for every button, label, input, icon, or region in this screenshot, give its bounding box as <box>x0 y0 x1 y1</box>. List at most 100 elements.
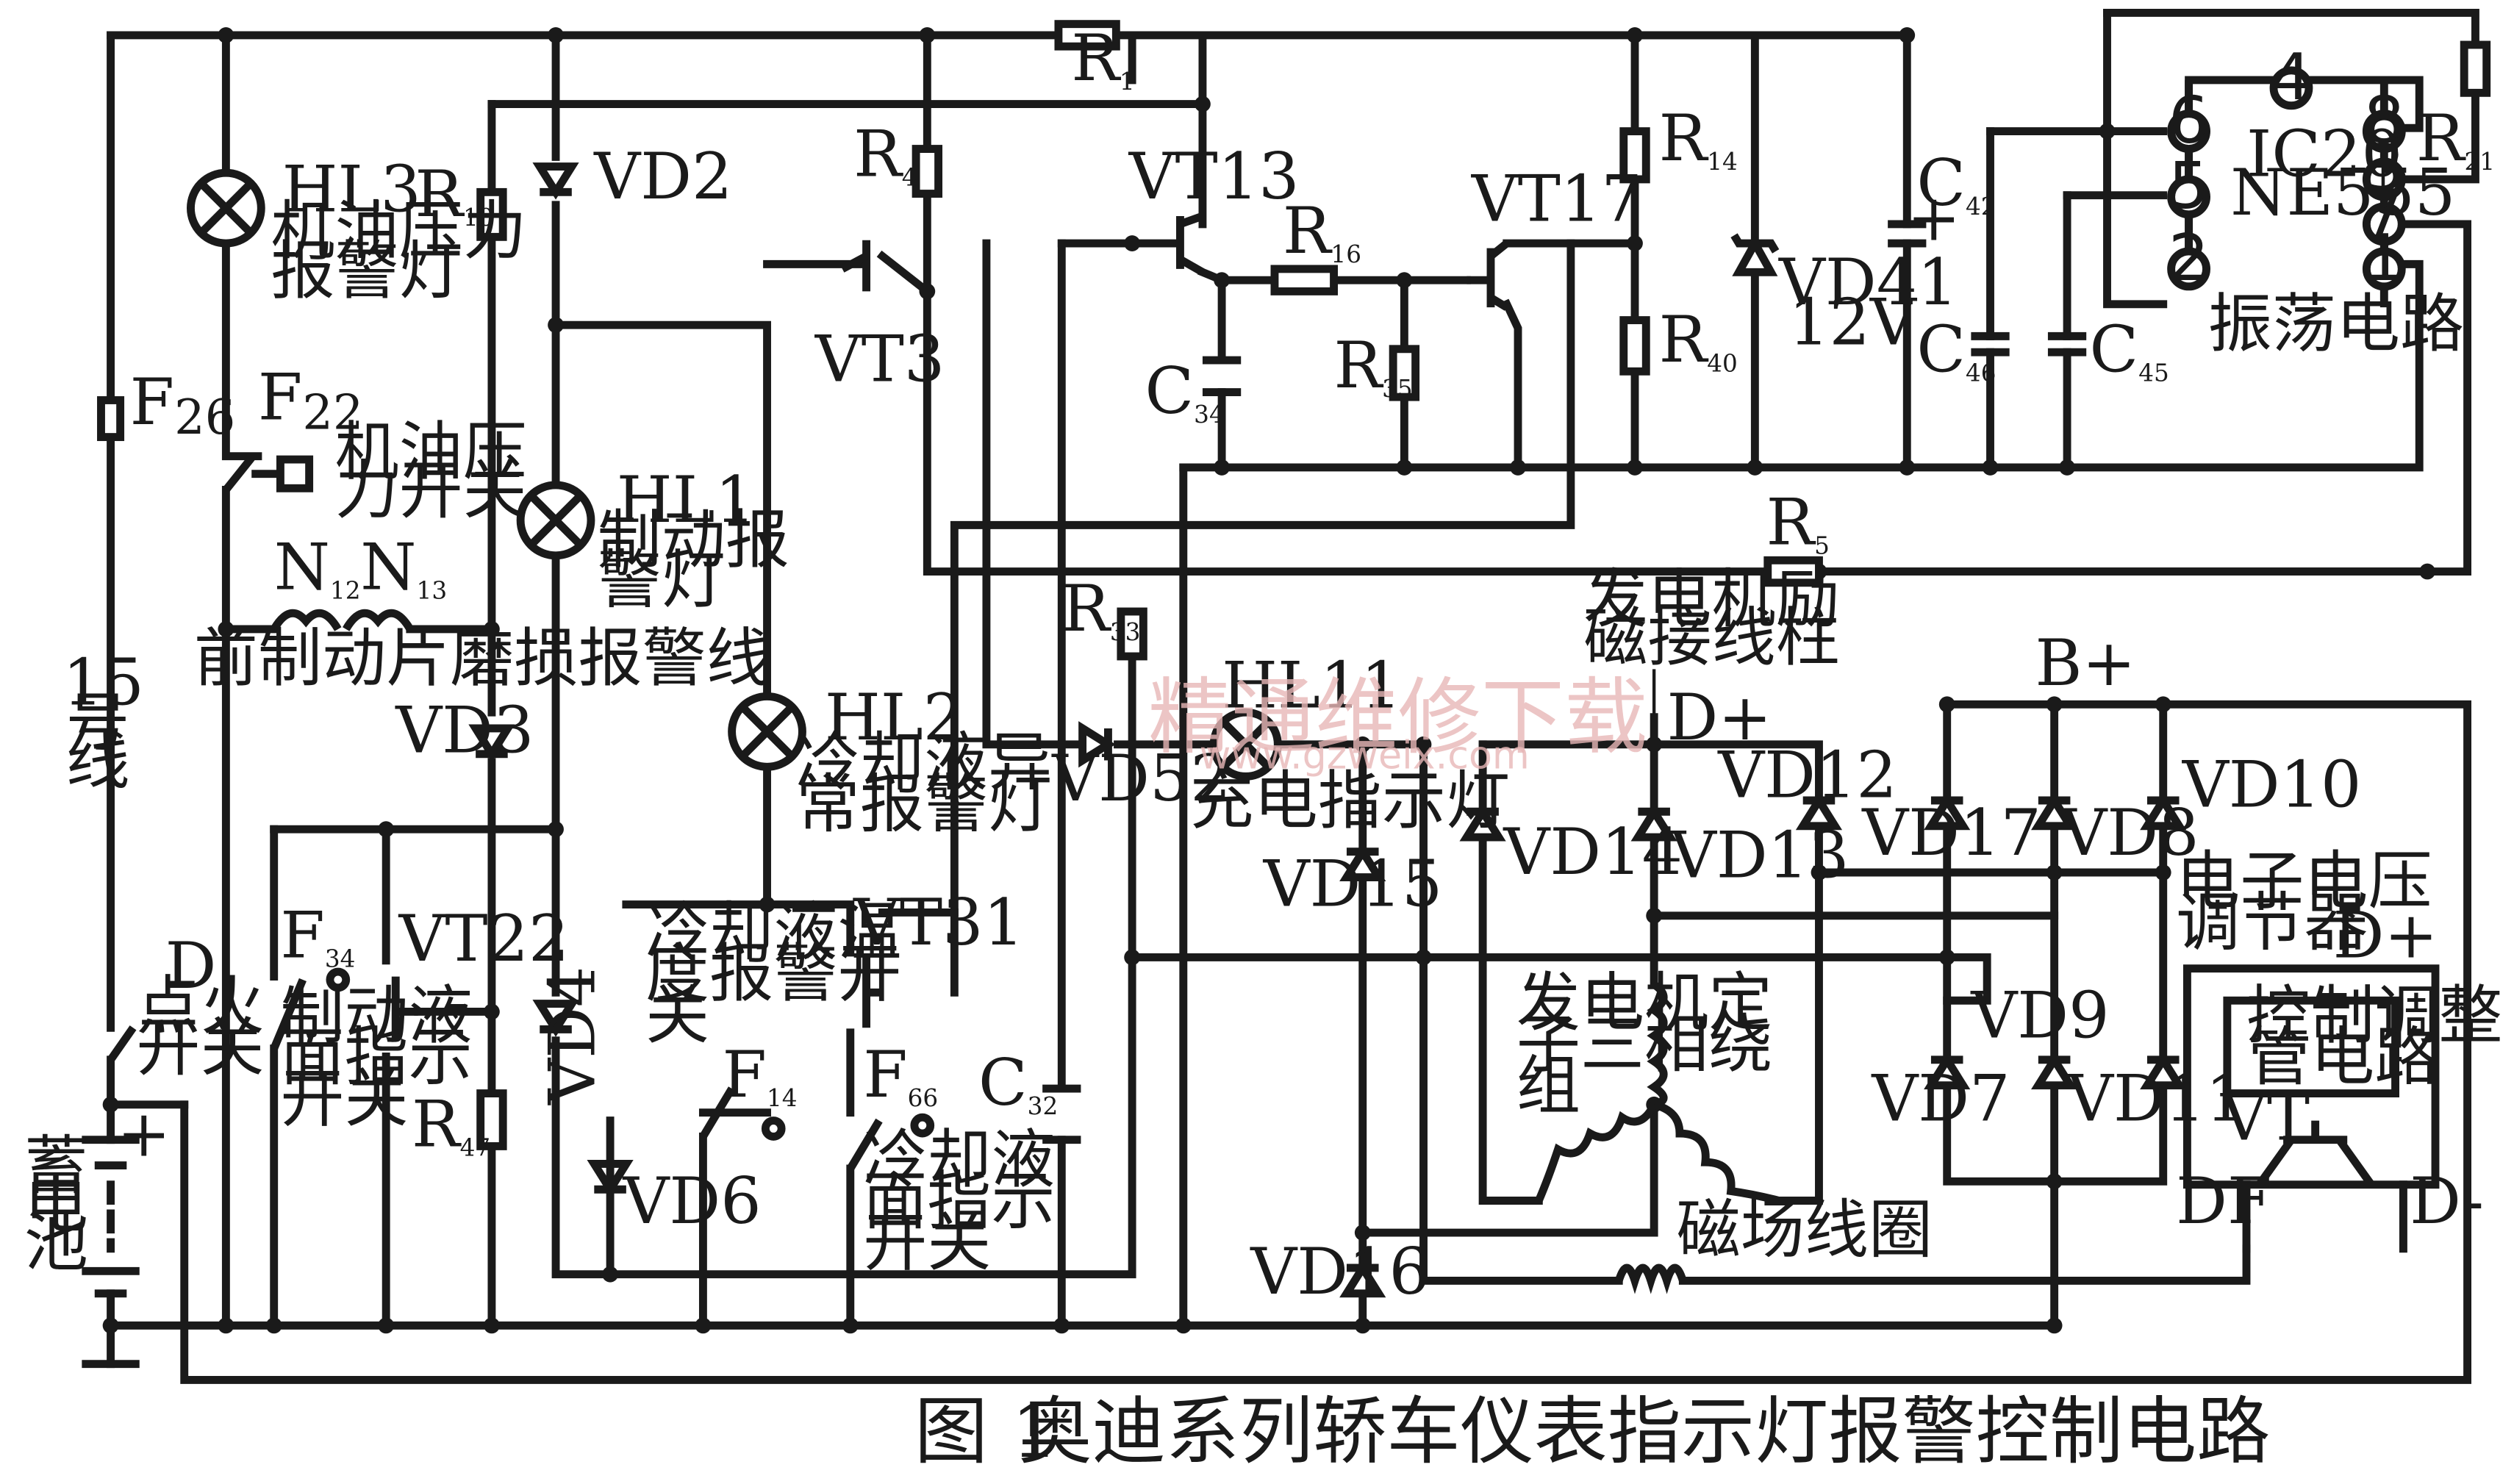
svg-text:C45: C45 <box>2090 312 2169 387</box>
label-coolant-temp-2: 度报警开 <box>645 936 901 1011</box>
svg-text:R33: R33 <box>1061 571 1140 646</box>
label-vd17: VD17 <box>1861 795 2041 870</box>
label-r21-sub: 21 <box>2464 148 2495 176</box>
label-battery-1: 蓄 <box>24 1128 88 1203</box>
svg-text:N13: N13 <box>360 530 447 605</box>
label-c45-sub: 45 <box>2138 359 2169 387</box>
svg-text:F22: F22 <box>258 360 364 441</box>
label-stator-3: 组 <box>1516 1048 1580 1123</box>
resistor-r5 <box>1763 556 1823 587</box>
label-r5: R <box>1766 485 1816 560</box>
label-c42: C <box>1916 146 1966 221</box>
label-n12-sub: 12 <box>330 577 361 605</box>
labels: 15 号 线 F26 F22 机油压 力开关 HL3 机油压力 报警灯 R10 … <box>24 21 2502 1309</box>
svg-text:R35: R35 <box>1334 328 1413 403</box>
label-r4: R <box>853 117 903 192</box>
ic-pin-7: 7 <box>2364 176 2404 251</box>
ic-pin-6: 6 <box>2169 83 2209 158</box>
label-r40-sub: 40 <box>1707 349 1738 377</box>
label-n13-sub: 13 <box>417 577 448 605</box>
resistor-r47 <box>476 1089 507 1150</box>
label-r47: R <box>412 1086 462 1161</box>
label-hl2: HL2 <box>825 680 964 755</box>
label-r14-sub: 14 <box>1707 148 1738 176</box>
label-hl11: HL11 <box>1222 648 1402 723</box>
label-r1: R <box>1071 21 1121 96</box>
label-oscillator: 振荡电路 <box>2208 286 2464 361</box>
watermark-url: www.gzweix.com <box>1200 733 1530 778</box>
label-vt13: VT13 <box>1128 139 1300 214</box>
resistor-r33 <box>1117 607 1147 661</box>
svg-text:R10: R10 <box>415 157 493 232</box>
label-vd2: VD2 <box>593 139 732 214</box>
label-d-plus-1: D+ <box>1667 680 1772 755</box>
label-vd52: VD52 <box>1051 741 1231 816</box>
label-stator-2: 子三相绕 <box>1516 1007 1772 1082</box>
label-battery-plus: + <box>117 1097 171 1172</box>
ic-pin-4: 4 <box>2271 40 2311 115</box>
svg-text:F14: F14 <box>723 1037 798 1112</box>
voltage-regulator <box>2182 964 2440 1253</box>
label-exc-post-1: 发电机励 <box>1583 562 1839 637</box>
label-r33-sub: 33 <box>1110 618 1141 646</box>
label-coolant-level-1: 冷却液 <box>863 1122 1055 1197</box>
label-vd41-v: 12V <box>1788 284 1918 359</box>
label-oil-switch-1: 机油压 <box>334 415 526 490</box>
label-c45: C <box>2090 312 2139 387</box>
svg-text:C42: C42 <box>1916 146 1996 221</box>
label-r35-sub: 35 <box>1382 375 1413 403</box>
resistor-r40 <box>1619 316 1650 376</box>
label-vd12: VD12 <box>1717 738 1897 813</box>
label-field-coil: 磁场线圈 <box>1677 1192 1933 1267</box>
svg-text:F34: F34 <box>280 897 355 972</box>
label-vt22: VT22 <box>398 901 570 976</box>
label-battery-2: 电 <box>24 1166 88 1241</box>
label-r47-sub: 47 <box>460 1134 491 1162</box>
resistor-r21 <box>2460 40 2491 97</box>
label-r35: R <box>1334 328 1384 403</box>
label-r5-sub: 5 <box>1814 532 1830 560</box>
label-f14: F <box>723 1037 767 1112</box>
label-ic20-type: NE555 <box>2230 155 2455 230</box>
label-15-line-1: 15 <box>62 645 144 720</box>
label-r10: R <box>415 157 465 232</box>
label-c34-sub: 34 <box>1194 401 1225 429</box>
label-oil-switch-2: 力开关 <box>334 453 526 528</box>
label-vd16: VD16 <box>1250 1234 1430 1309</box>
ic-pin-5: 5 <box>2169 148 2209 223</box>
label-r4-sub: 4 <box>902 164 917 192</box>
resistor-r16 <box>1270 265 1338 295</box>
label-brake-fluid-3: 开关 <box>280 1061 408 1136</box>
label-vt31: VT31 <box>853 885 1024 960</box>
label-hl1-3: 警灯 <box>598 542 726 617</box>
label-hl1: HL1 <box>617 462 756 537</box>
lamp-hl3 <box>187 168 265 248</box>
label-r1-sub: 1 <box>1120 68 1135 96</box>
label-c32-sub: 32 <box>1028 1092 1059 1120</box>
label-r16: R <box>1283 193 1333 268</box>
label-hl2-3: 常报警灯 <box>796 767 1052 842</box>
lamp-hl2 <box>728 692 806 771</box>
watermark: 精通维修下载 www.gzweix.com <box>1148 669 1648 778</box>
resistors <box>476 20 2491 1150</box>
label-f22: F <box>258 360 302 435</box>
label-r21: R <box>2416 101 2466 176</box>
svg-text:R4: R4 <box>853 117 917 192</box>
label-exc-post-2: 磁接线柱 <box>1583 600 1839 675</box>
label-vt17: VT17 <box>1471 162 1642 237</box>
label-f66: F <box>863 1037 907 1112</box>
label-ctrl-2: 管电路 <box>2246 1019 2438 1094</box>
label-c42-plus: + <box>1907 181 1960 256</box>
svg-text:R14: R14 <box>1659 101 1738 176</box>
svg-text:R47: R47 <box>412 1086 490 1161</box>
resistor-r1 <box>1054 20 1120 51</box>
label-vd3: VD3 <box>395 693 534 768</box>
resistor-r35 <box>1389 345 1420 401</box>
label-f26-sub: 26 <box>174 390 235 445</box>
label-f22-sub: 22 <box>302 385 363 441</box>
lamp-hl11 <box>1209 708 1282 781</box>
label-c32: C <box>978 1045 1028 1120</box>
label-15-line-2: 号 <box>66 685 130 760</box>
brake-pad-wear-loops <box>271 609 414 631</box>
